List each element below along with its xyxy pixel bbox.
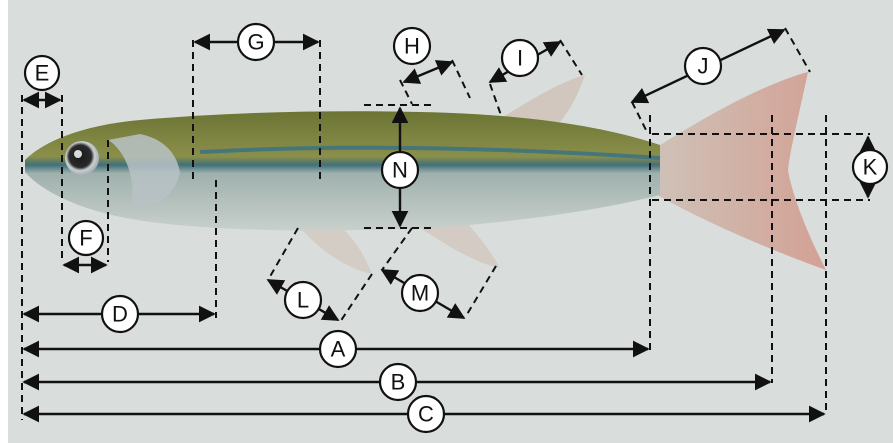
label-n: N <box>382 152 418 188</box>
label-f: F <box>69 221 103 255</box>
svg-text:N: N <box>392 158 408 183</box>
label-i: I <box>502 40 538 76</box>
label-j: J <box>685 48 721 84</box>
fish-body <box>25 111 660 230</box>
svg-text:L: L <box>297 288 309 313</box>
svg-text:G: G <box>247 30 264 55</box>
eye-glint <box>74 150 82 158</box>
svg-text:E: E <box>35 61 50 86</box>
svg-text:C: C <box>418 402 434 427</box>
label-h: H <box>394 28 430 64</box>
svg-text:H: H <box>404 34 420 59</box>
svg-text:K: K <box>863 155 878 180</box>
svg-text:F: F <box>79 226 92 251</box>
svg-text:I: I <box>517 46 523 71</box>
svg-text:D: D <box>112 302 128 327</box>
label-c: C <box>408 396 444 432</box>
label-b: B <box>380 364 416 400</box>
label-d: D <box>102 296 138 332</box>
label-g: G <box>238 24 274 60</box>
label-m: M <box>402 275 438 311</box>
label-a: A <box>320 331 356 367</box>
svg-text:A: A <box>331 337 346 362</box>
svg-text:J: J <box>698 54 709 79</box>
label-e: E <box>25 56 59 90</box>
label-l: L <box>285 282 321 318</box>
label-k: K <box>853 150 887 184</box>
svg-text:M: M <box>411 281 429 306</box>
svg-text:B: B <box>391 370 406 395</box>
fish-eye <box>65 141 99 175</box>
